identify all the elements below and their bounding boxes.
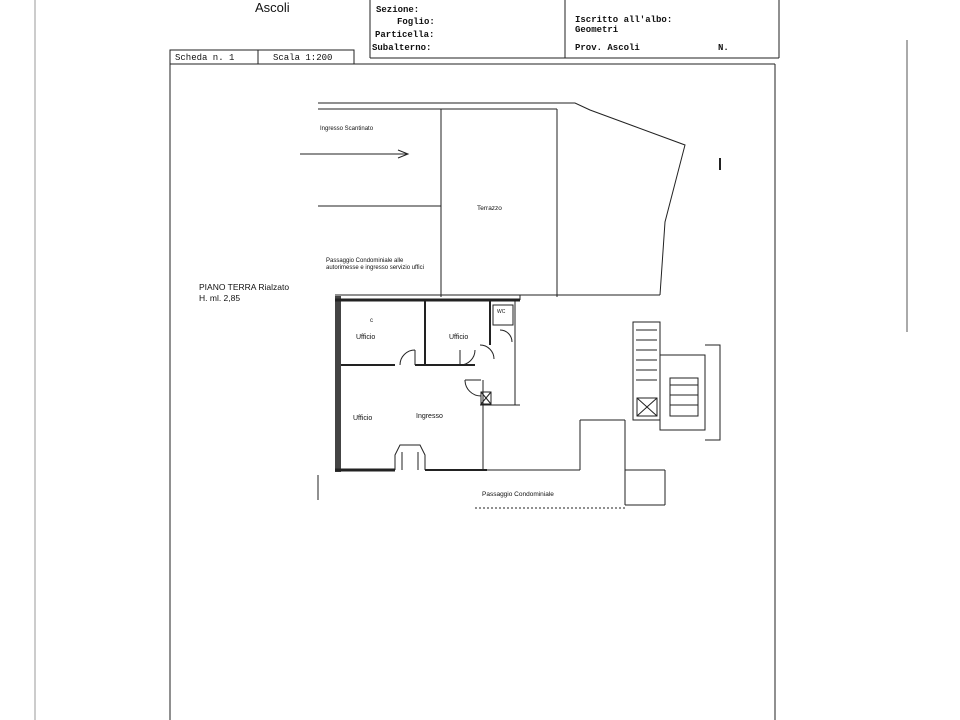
label-passaggio-autorimesse-1: Passaggio Condominiale alle — [326, 258, 404, 264]
floor-height: H. ml. 2,85 — [199, 293, 241, 303]
room-wc: WC — [497, 309, 506, 315]
scale: Scala 1:200 — [273, 53, 333, 63]
field-subalterno: Subalterno: — [372, 43, 432, 53]
field-sezione: Sezione: — [376, 5, 420, 15]
field-foglio: Foglio: — [397, 17, 435, 27]
room-ufficio-2: Ufficio — [449, 334, 469, 341]
province: Prov. Ascoli — [575, 43, 640, 53]
room-ufficio-3: Ufficio — [353, 415, 373, 422]
floor-title: PIANO TERRA Rialzato — [199, 282, 290, 292]
room-ufficio-1: Ufficio — [356, 334, 376, 341]
registry-value: Geometri — [575, 25, 619, 35]
label-c: c — [370, 318, 373, 324]
room-ingresso: Ingresso — [416, 413, 443, 420]
label-passaggio-autorimesse-2: autorimesse e ingresso servizio uffici — [326, 265, 424, 271]
registry-label: Iscritto all'albo: — [575, 15, 673, 25]
label-ingresso-scantinato: Ingresso Scantinato — [320, 126, 374, 132]
label-terrazzo: Terrazzo — [477, 205, 502, 212]
label-passaggio-condominiale: Passaggio Condominiale — [482, 491, 554, 498]
field-particella: Particella: — [375, 30, 435, 40]
scheda-number: Scheda n. 1 — [175, 53, 235, 63]
number-label: N. — [718, 43, 729, 53]
city-name: Ascoli — [255, 0, 290, 15]
